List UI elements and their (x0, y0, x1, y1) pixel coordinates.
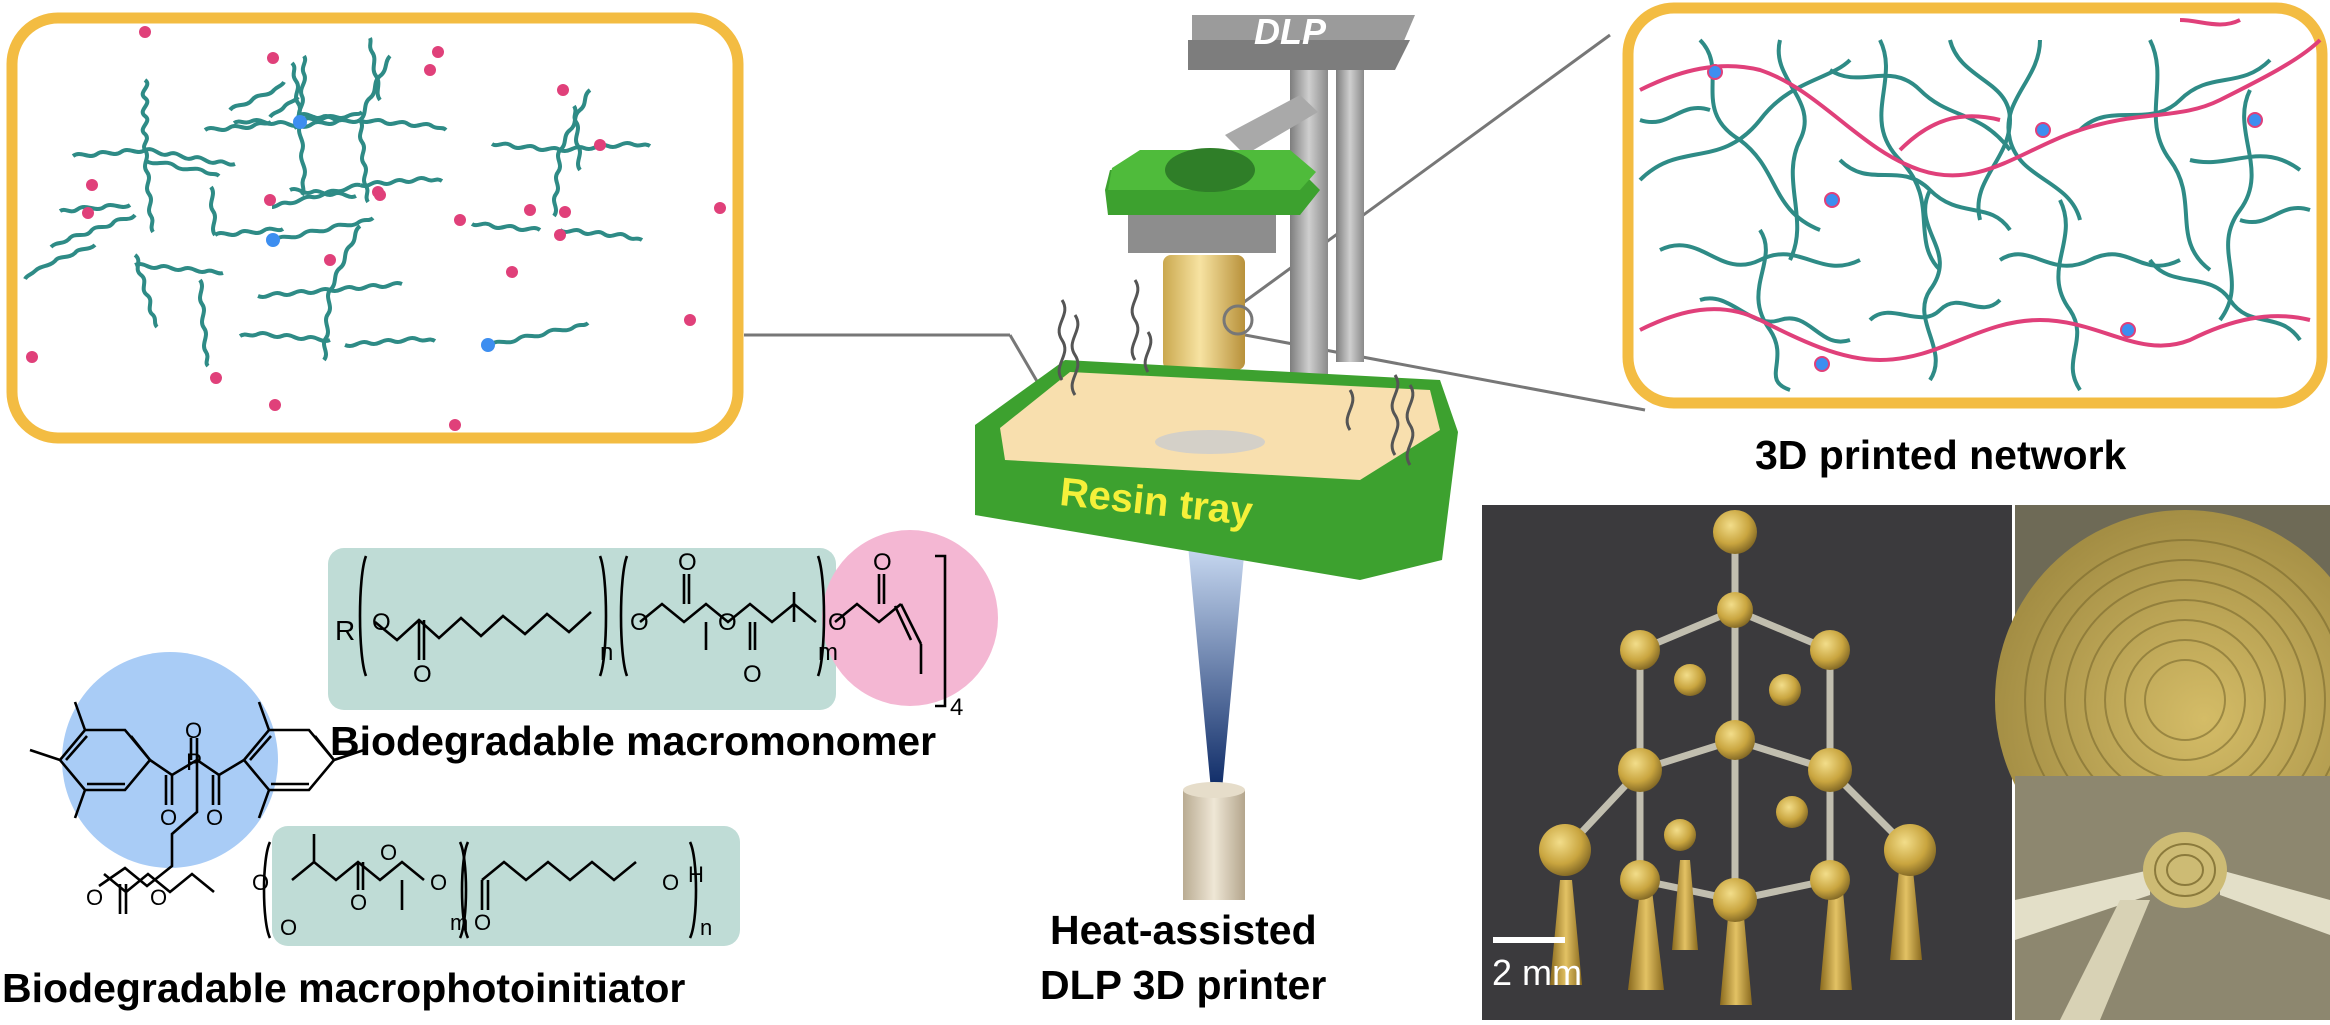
printer-caption-line2: DLP 3D printer (1040, 962, 1327, 1008)
crosslink-chains (1639, 18, 2322, 363)
oxygen-atom: O (413, 661, 432, 688)
macromonomer-teal-highlight (328, 548, 836, 710)
printed-lattice-photo: 2 mm (1482, 505, 2012, 1020)
dlp-arm (1225, 95, 1318, 155)
oxygen-atom: O (474, 910, 491, 935)
network-panel (1622, 2, 2328, 409)
dlp-printer: DLP Resin tray (975, 11, 1458, 900)
network-caption: 3D printed network (1755, 432, 2127, 478)
node-strut-left (2015, 870, 2150, 940)
dlp-brand-label: DLP (1254, 11, 1327, 52)
hydrogen-atom: H (688, 862, 704, 887)
node-layer-lines (2154, 843, 2216, 897)
oxygen-atom: O (828, 609, 847, 636)
light-source-body (1183, 790, 1245, 900)
photoinitiator-teal-highlight (272, 826, 740, 946)
macromonomer-structure: R n m 4 O O O O O O (328, 530, 998, 721)
methacrylate-pink-highlight (822, 530, 998, 706)
oxygen-atom: O (185, 718, 202, 743)
photoinitiator-sub-n: n (700, 915, 712, 940)
pole-back (1336, 62, 1364, 362)
photoinitiator-bonds (29, 701, 698, 939)
macromonomer-panel (6, 12, 744, 444)
node-strut-down (2060, 900, 2150, 1020)
oxygen-atom: O (678, 549, 697, 576)
oxygen-atom: O (280, 915, 297, 940)
photoinitiator-sub-m: m (450, 910, 468, 935)
r-group-label: R (335, 615, 355, 646)
free-chain-end-groups (266, 115, 495, 352)
macromonomer-bonds (358, 554, 947, 708)
oxygen-atom: O (86, 885, 103, 910)
macromonomer-sub-n: n (600, 639, 613, 666)
heat-waves (1057, 279, 1415, 466)
dlp-head-front (1188, 40, 1410, 70)
oxygen-atom: O (743, 661, 762, 688)
oxygen-atom: O (206, 805, 223, 830)
oxygen-atom: O (160, 805, 177, 830)
macromonomer-caption: Biodegradable macromonomer (330, 718, 937, 764)
lens-housing (1128, 208, 1276, 253)
lattice-stems (1550, 860, 1922, 1005)
node-closeup-photo (2015, 776, 2330, 1020)
oxygen-atom: O (350, 890, 367, 915)
lens-zoom-circle (1222, 304, 1254, 336)
oxygen-atom: O (372, 609, 391, 636)
light-source-top (1183, 782, 1245, 798)
tray-resin (1000, 372, 1440, 480)
node-strut-right (2220, 870, 2330, 935)
free-chains (273, 110, 590, 347)
oxygen-atom: O (380, 840, 397, 865)
stage-knob (1165, 148, 1255, 192)
photoinitiator-caption: Biodegradable macrophotoinitiator (2, 965, 686, 1011)
macromonomer-sub-4: 4 (950, 694, 963, 721)
oxygen-atom: O (873, 549, 892, 576)
oxygen-atom: O (252, 870, 269, 895)
lens-cylinder (1163, 255, 1245, 370)
oxygen-atom: O (662, 870, 679, 895)
oxygen-atom: O (430, 870, 447, 895)
panel-frame-left (6, 12, 744, 444)
print-shadow (1155, 430, 1265, 454)
macromonomer-oxygens: O O O O O O O O (372, 549, 892, 688)
oxygen-atom: O (150, 885, 167, 910)
photoinitiator-structure: P O O O O O O O O O O O O m n H (29, 652, 740, 946)
beam-cone (1188, 545, 1245, 790)
photoinitiator-atoms: O O O O O O O O O O O O (86, 718, 679, 940)
phosphorus-atom: P (186, 749, 202, 776)
lattice-spheres (1539, 510, 1936, 922)
chain-end-groups (26, 26, 726, 431)
star-chains (23, 37, 652, 368)
scale-bar-label: 2 mm (1492, 952, 1582, 993)
oxygen-atom: O (718, 609, 737, 636)
bapo-blue-highlight (62, 652, 278, 868)
oxygen-atom: O (630, 609, 649, 636)
crosslink-points (1707, 64, 2263, 372)
macromonomer-sub-m: m (818, 639, 838, 666)
printer-caption-line1: Heat-assisted (1050, 907, 1317, 953)
